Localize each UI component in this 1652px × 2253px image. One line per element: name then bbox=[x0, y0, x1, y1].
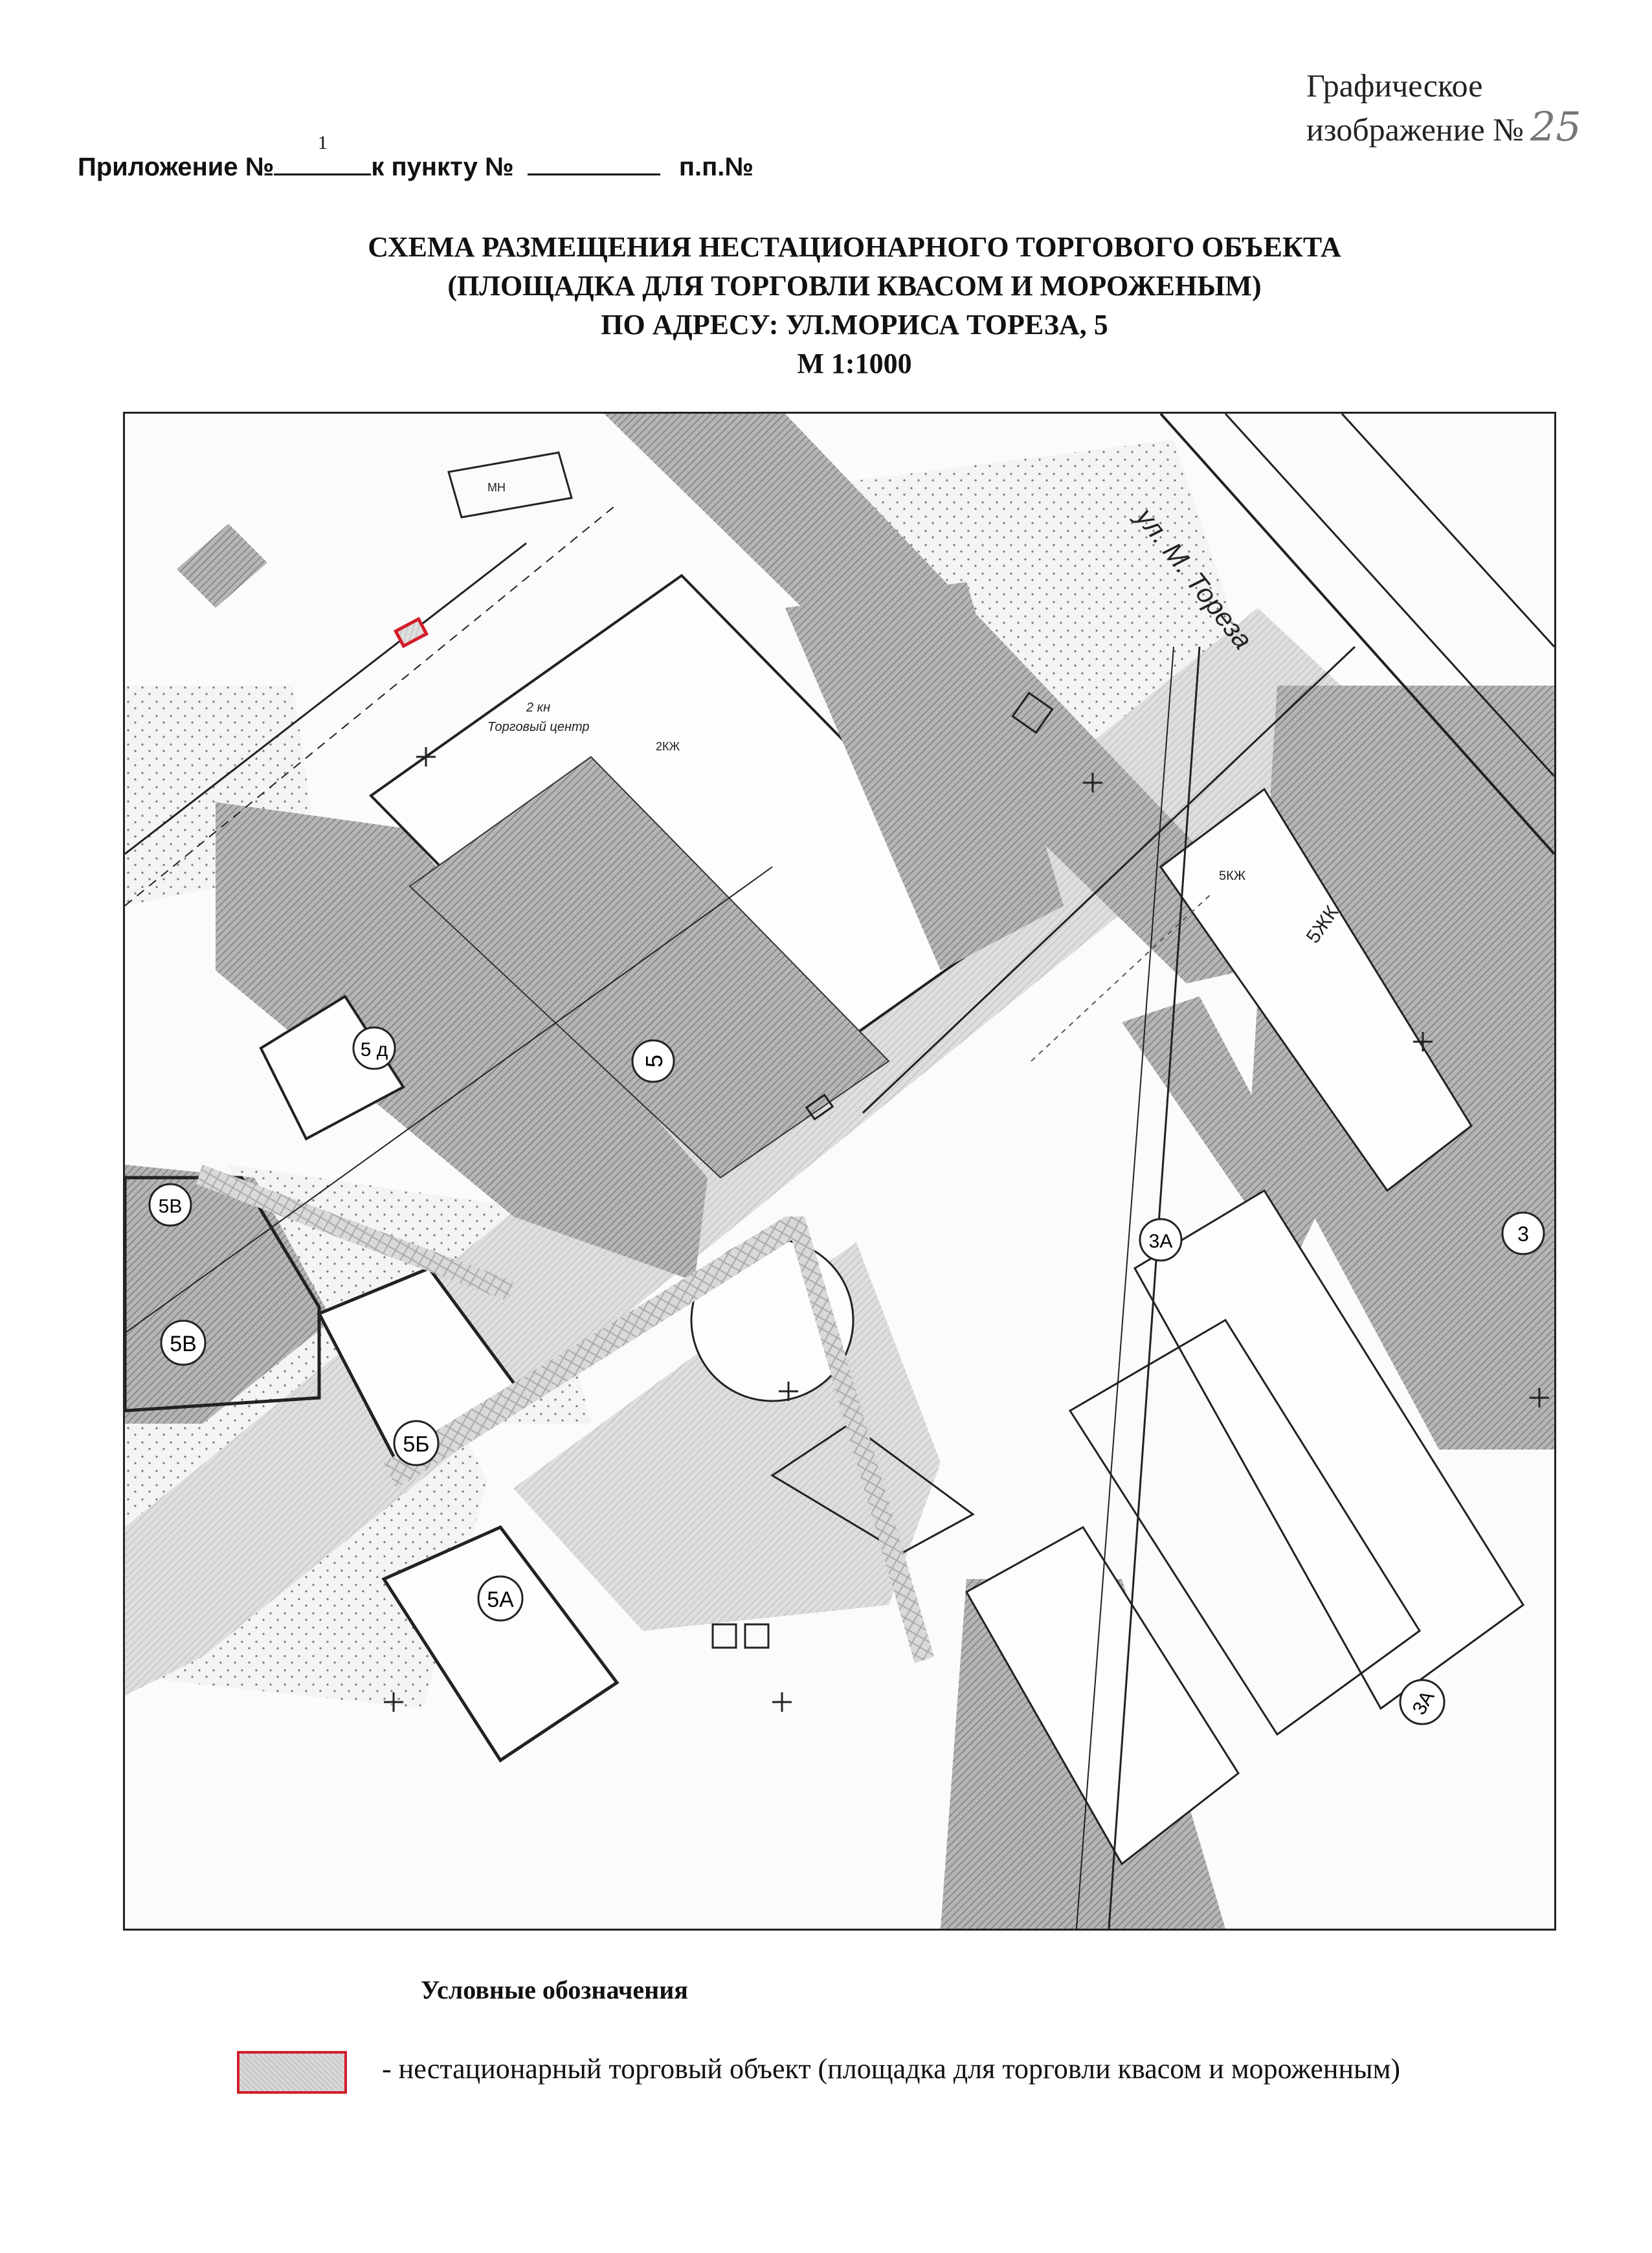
legend-item-text: - нестационарный торговый объект (площад… bbox=[382, 2053, 1401, 2085]
house-number-5b: 5Б bbox=[403, 1432, 429, 1457]
document-title: СХЕМА РАЗМЕЩЕНИЯ НЕСТАЦИОНАРНОГО ТОРГОВО… bbox=[0, 228, 1652, 383]
appendix-prefix: Приложение № bbox=[78, 153, 274, 181]
grid-marks bbox=[384, 747, 1549, 1712]
house-number-3: 3 bbox=[1517, 1222, 1529, 1246]
kzh-label: 5КЖ bbox=[1219, 869, 1246, 883]
house-number-circle: 5В bbox=[160, 1319, 206, 1366]
street-edge-4 bbox=[1108, 646, 1201, 1929]
trade-center-wing bbox=[785, 582, 1064, 970]
building-5kzh bbox=[1159, 787, 1473, 1193]
map-svg: ул. М. Тореза 2 кн Торговый центр 2КЖ МН… bbox=[125, 414, 1554, 1929]
legend-swatch bbox=[237, 2051, 347, 2094]
trade-center-core bbox=[408, 756, 890, 1179]
appendix-line: Приложение № 1 к пункту № п.п.№ bbox=[78, 132, 753, 182]
appendix-number: 1 bbox=[317, 132, 328, 153]
appendix-to-item: к пункту № bbox=[371, 153, 514, 181]
trade-center-label: Торговый центр bbox=[487, 720, 590, 734]
bin-1 bbox=[711, 1623, 737, 1649]
title-scale: М 1:1000 bbox=[797, 348, 912, 379]
street-edge-8 bbox=[125, 504, 618, 906]
paved-path-2 bbox=[384, 1216, 798, 1488]
house-number-circle: 3А bbox=[1139, 1218, 1183, 1262]
trade-center-material: 2КЖ bbox=[656, 740, 680, 753]
house-number-circle: 3А bbox=[1399, 1679, 1446, 1725]
house-number-5: 5 bbox=[641, 1055, 667, 1068]
bin-2 bbox=[744, 1623, 770, 1649]
street-edge-1 bbox=[1159, 414, 1554, 855]
kvass-icecream-spot bbox=[393, 616, 429, 649]
legend-title: Условные обозначения bbox=[421, 1975, 688, 2004]
house-number-5d: 5 д bbox=[361, 1039, 388, 1060]
graphic-label-line1: Графическое bbox=[1306, 67, 1483, 104]
small-hatched-lot bbox=[177, 524, 267, 608]
house-number-5a: 5А bbox=[487, 1587, 514, 1612]
building-south-east bbox=[965, 1526, 1240, 1866]
house-number-circle: 3 bbox=[1501, 1211, 1545, 1255]
graphic-number: 25 bbox=[1530, 103, 1581, 150]
title-line1: СХЕМА РАЗМЕЩЕНИЯ НЕСТАЦИОНАРНОГО ТОРГОВО… bbox=[368, 231, 1341, 263]
building-3a bbox=[1133, 1189, 1525, 1710]
house-number-5v-a: 5В bbox=[159, 1196, 183, 1217]
paved-path-3 bbox=[196, 1165, 513, 1301]
house-5a bbox=[381, 1525, 620, 1763]
house-number-circle: 5 д bbox=[352, 1026, 396, 1070]
mn-label: МН bbox=[487, 481, 506, 494]
item-number-blank bbox=[527, 150, 660, 175]
house-number-3a-a: 3А bbox=[1149, 1231, 1173, 1252]
house-number-circle: 5 bbox=[631, 1039, 675, 1083]
house-number-circle: 5В bbox=[148, 1183, 192, 1227]
title-line3: ПО АДРЕСУ: УЛ.МОРИСА ТОРЕЗА, 5 bbox=[601, 309, 1108, 341]
lawn-north bbox=[772, 440, 1277, 776]
street-edge-6 bbox=[125, 866, 773, 1334]
house-number-circle: 5Б bbox=[393, 1420, 440, 1466]
mn-building bbox=[447, 451, 573, 519]
site-plan-map: ул. М. Тореза 2 кн Торговый центр 2КЖ МН… bbox=[123, 412, 1556, 1931]
kiosk bbox=[805, 1093, 834, 1121]
building-3a-outline bbox=[1068, 1318, 1422, 1736]
small-structure bbox=[1011, 691, 1054, 734]
appendix-pp: п.п.№ bbox=[678, 153, 753, 181]
title-line2: (ПЛОЩАДКА ДЛЯ ТОРГОВЛИ КВАСОМ И МОРОЖЕНЫ… bbox=[447, 270, 1262, 302]
appendix-number-blank: 1 bbox=[274, 132, 372, 175]
street-edge-3 bbox=[1341, 414, 1554, 648]
paved-path-1 bbox=[785, 1216, 934, 1663]
house-number-5v-b: 5В bbox=[170, 1332, 197, 1356]
house-number-circle: 5А bbox=[477, 1575, 524, 1622]
trade-center-floors: 2 кн bbox=[526, 701, 550, 715]
street-edge-7 bbox=[125, 542, 527, 855]
street-edge-2 bbox=[1224, 414, 1554, 778]
road-hatched-west bbox=[216, 802, 708, 1281]
street-edge-5 bbox=[1076, 646, 1174, 1929]
street-edge-9 bbox=[862, 645, 1356, 1114]
